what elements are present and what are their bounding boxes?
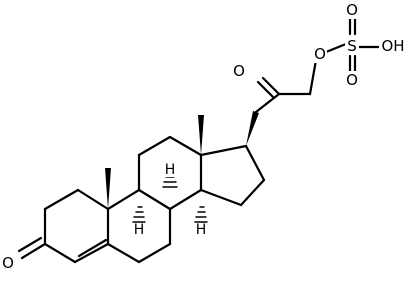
atom-label-ring-ketone-oxygen: O [1, 254, 15, 272]
bond [324, 42, 348, 54]
atom-label-sulfonyl-oxygen-upper: O [345, 1, 359, 19]
atom-label-hydroxyl: OH [379, 37, 407, 55]
ring-ketone-oxygen-label: O [2, 254, 14, 272]
bond [137, 135, 172, 157]
ketone-oxygen-label: O [233, 62, 245, 80]
bond [73, 242, 110, 264]
sulfonyl-oxygen-upper-label: O [346, 1, 358, 19]
ring-a-bonds [43, 188, 110, 264]
hydrogen-c9-label: H [134, 222, 145, 238]
methyl-wedge-c10 [105, 168, 111, 209]
ring-b-bonds [106, 188, 172, 264]
bond [137, 188, 172, 211]
hydrogen-c14-label: H [196, 222, 207, 238]
atom-label-sulfonyl-oxygen-lower: O [345, 71, 359, 89]
bond [239, 178, 266, 207]
atom-label-sulfur: S [345, 37, 359, 55]
bond [308, 58, 318, 96]
bond [168, 188, 203, 211]
bond [106, 242, 141, 264]
bond [43, 188, 80, 211]
bond [20, 242, 47, 260]
ring-d-bonds [199, 144, 266, 207]
hash-bond-c9-h [132, 206, 146, 223]
sulfur-label: S [347, 37, 357, 55]
hash-bond-c8-h [162, 176, 178, 188]
bond [254, 92, 281, 114]
bond [106, 188, 141, 211]
bond [244, 144, 266, 182]
atom-label-ketone-oxygen: O [232, 62, 246, 80]
ring-ketone-double-bond [17, 236, 47, 260]
bond [77, 238, 108, 258]
bond [43, 242, 77, 264]
bond [168, 135, 203, 157]
bond [256, 80, 276, 100]
bond [199, 144, 248, 157]
hydroxyl-label: OH [381, 37, 404, 55]
bond [76, 188, 110, 211]
sulfonyl-oxygen-lower-label: O [346, 71, 358, 89]
ether-oxygen-label: O [314, 45, 326, 63]
bond [17, 236, 43, 253]
bond [261, 76, 281, 96]
atom-label-ether-oxygen: O [313, 45, 327, 63]
atom-label-h-c9: H [133, 222, 145, 238]
hydrogen-c8-label: H [165, 162, 176, 178]
atom-label-h-c8: H [164, 162, 176, 178]
side-chain-wedge-c17 [246, 111, 259, 146]
bond [137, 242, 172, 264]
atom-label-h-c14: H [195, 222, 207, 238]
hash-bond-c14-h [194, 206, 208, 223]
ring-c-bonds [137, 135, 203, 211]
bond [199, 188, 243, 207]
side-chain-bonds [254, 16, 381, 114]
methyl-wedge-c13 [198, 115, 204, 155]
